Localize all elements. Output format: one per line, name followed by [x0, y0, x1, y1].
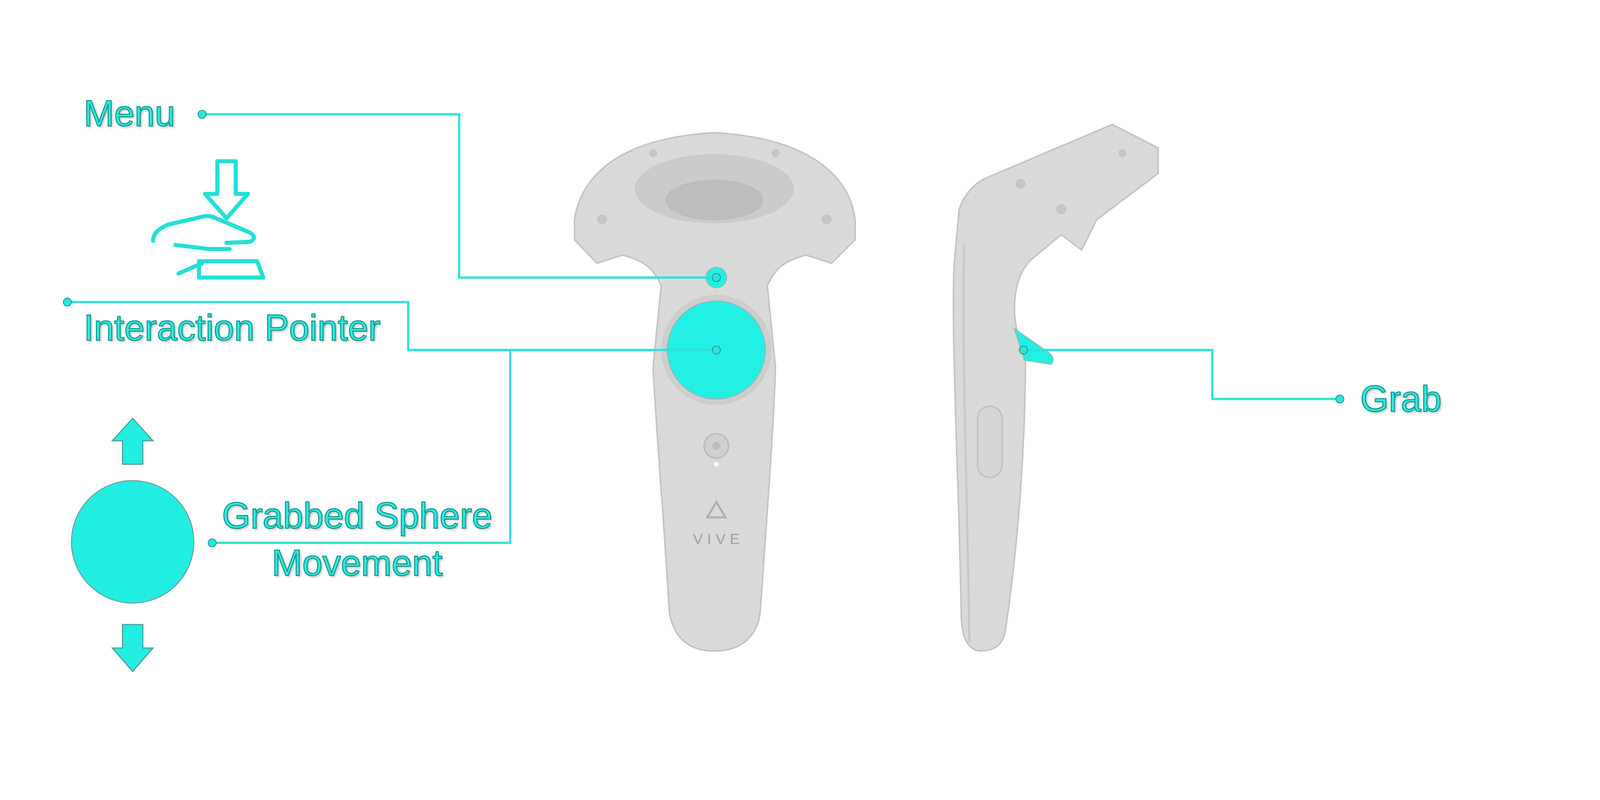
- down-arrow: [112, 624, 153, 671]
- status-led: [714, 462, 719, 467]
- hand-palm: [175, 244, 230, 249]
- leader-dot: [1335, 394, 1344, 403]
- leader-line: [1023, 349, 1340, 399]
- leader-lines: [67, 114, 1340, 543]
- sensor: [771, 148, 780, 157]
- leader-line: [67, 302, 717, 350]
- leader-dot: [63, 298, 72, 307]
- controller-front: [574, 132, 855, 652]
- press-arrow: [205, 161, 248, 219]
- leader-dots: [63, 110, 1344, 548]
- brand-logo: [707, 501, 726, 518]
- button-block: [199, 261, 264, 278]
- tracking-ring: [634, 153, 794, 224]
- sensor: [1118, 148, 1127, 157]
- callout-label: Interaction Pointer: [83, 309, 381, 346]
- sphere-icon: [71, 418, 195, 672]
- leader-dot: [1019, 345, 1028, 355]
- up-arrow: [112, 418, 153, 465]
- tracking-ring-hole: [665, 179, 764, 221]
- leader-dot: [208, 538, 217, 548]
- sensor: [1056, 204, 1067, 215]
- controller-body: [574, 132, 855, 652]
- leader-dot: [198, 110, 207, 119]
- sensor: [1015, 178, 1026, 189]
- trigger: [1014, 328, 1053, 365]
- controller-side-body: [953, 124, 1159, 652]
- callout-label: Menu: [83, 94, 176, 132]
- leader-dot: [712, 345, 721, 355]
- leader-dot: [712, 273, 721, 282]
- press-icon: [152, 161, 264, 278]
- system-button-mark: [712, 441, 721, 451]
- seam: [963, 244, 970, 643]
- hand-finger: [152, 215, 254, 243]
- brand-text: VIVE: [692, 531, 744, 547]
- controller-side: [953, 124, 1159, 652]
- sensor: [821, 214, 832, 225]
- leader-line: [202, 114, 717, 278]
- sensor: [596, 214, 607, 225]
- system-button: [704, 433, 729, 459]
- hand-thumb: [178, 263, 203, 274]
- callout-label: Grab: [1360, 380, 1442, 418]
- grip-button: [977, 406, 1003, 478]
- sensor: [649, 148, 658, 157]
- sphere: [71, 480, 195, 603]
- callout-label: Grabbed Sphere Movement: [189, 492, 525, 588]
